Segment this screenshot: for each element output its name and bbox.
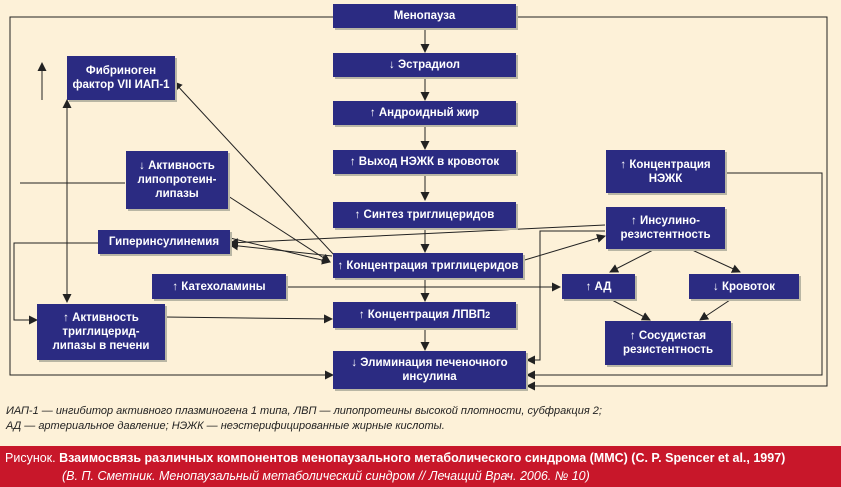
connector-tgconc-fibrinogen [173, 81, 336, 257]
connector-nefa-elim [526, 172, 823, 380]
node-menopause: Менопауза [333, 4, 516, 28]
connector-lipase-tgconc [227, 195, 331, 263]
connector-bloodflow-vascres [699, 299, 731, 321]
caption-title: Взаимосвязь различных компонентов менопа… [59, 451, 786, 465]
node-nefa-output: ↑ Выход НЭЖК в кровоток [333, 150, 516, 174]
node-insulin-elimination: ↓ Элиминация печеночного инсулина [333, 351, 526, 389]
node-blood-pressure: ↑ АД [562, 274, 635, 299]
connector-tgconc-insres [517, 233, 606, 263]
connector-left-loop [13, 242, 98, 325]
connector-insres-elim [526, 230, 605, 365]
node-nefa-concentration: ↑ Концентрация НЭЖК [606, 150, 725, 193]
connector-frame-right [516, 16, 828, 391]
node-fibrinogen: Фибриноген фактор VII ИАП-1 [67, 56, 175, 100]
connector-hepatic-hdl [164, 314, 333, 324]
node-vascular-resistance: ↑ Сосудистая резистентность [605, 321, 731, 365]
connector-ad-vascres [611, 299, 651, 321]
caption-prefix: Рисунок. [5, 451, 56, 465]
caption-line-1: Рисунок. Взаимосвязь различных компонент… [5, 451, 785, 465]
node-insulin-resistance: ↑ Инсулино- резистентность [606, 207, 725, 249]
connector-frame-top [9, 16, 334, 380]
legend-line-1: ИАП-1 — ингибитор активного плазминогена… [6, 405, 602, 417]
caption-source: (В. П. Сметник. Менопаузальный метаболич… [62, 469, 590, 483]
node-hyperinsulinemia: Гиперинсулинемия [98, 230, 230, 254]
node-lipoprotein-lipase: ↓ Активность липопротеин- липазы [126, 151, 228, 209]
node-tg-synthesis: ↑ Синтез триглицеридов [333, 202, 516, 228]
node-hepatic-lipase: ↑ Активность триглицерид- липазы в печен… [37, 304, 165, 360]
connector-insres-hyperins [229, 224, 606, 248]
legend-line-2: АД — артериальное давление; НЭЖК — неэст… [6, 420, 445, 432]
node-android-fat: ↑ Андроидный жир [333, 101, 516, 125]
node-tg-concentration: ↑ Концентрация триглицеридов [333, 253, 523, 278]
hdl-subscript: 2 [485, 310, 491, 320]
connector-hyperins-tgconc [229, 237, 331, 265]
node-catecholamines: ↑ Катехоламины [152, 274, 286, 299]
node-blood-flow: ↓ Кровоток [689, 274, 799, 299]
node-estradiol: ↓ Эстрадиол [333, 53, 516, 77]
connector-insres-ad [609, 248, 656, 273]
connector-insres-bloodflow [689, 248, 741, 273]
caption-bar: Рисунок. Взаимосвязь различных компонент… [0, 446, 841, 487]
hdl-label: ↑ Концентрация ЛПВП [358, 309, 486, 321]
